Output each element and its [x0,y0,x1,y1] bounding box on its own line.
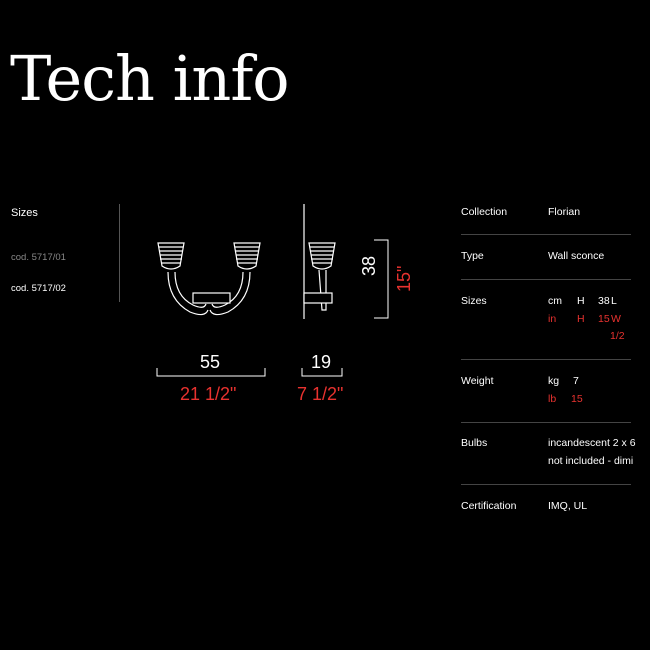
sizes-label: Sizes [11,207,38,219]
spec-table: Collection Florian Type Wall sconce Size… [461,195,636,525]
left-shade [157,242,185,270]
weight-lb-value: 15 [571,393,583,405]
width-dimension-bracket [156,368,266,377]
divider [461,234,631,235]
right-shade [233,242,261,270]
size-cm-h-value: 38 [598,295,610,307]
divider [461,422,631,423]
weight-kg-unit: kg [548,375,560,387]
width-cm: 55 [200,352,221,372]
front-view-drawing [157,242,261,316]
spec-value: Florian [548,206,581,218]
size-in-h-value: 15 [598,313,610,325]
spec-value: Wall sconce [548,250,605,262]
height-cm: 38 [359,255,379,276]
bulbs-line-1: incandescent 2 x 6 [548,437,636,449]
size-in-h: H [577,313,585,325]
spec-row-weight: Weight kg 7 lb 15 [461,375,631,409]
vertical-divider [119,204,120,302]
width-in: 21 1/2" [180,384,237,404]
spec-row-sizes: Sizes cm H 38 L in H 15 W 1/2 [461,295,631,345]
size-cm-unit: cm [548,295,562,307]
size-in-fraction: 1/2 [610,330,625,342]
size-cm-h: H [577,295,585,307]
spec-label: Certification [461,500,517,512]
spec-label: Sizes [461,295,487,307]
code-option-5717-01[interactable]: cod. 5717/01 [11,252,66,263]
height-dimension-bracket [374,239,389,319]
size-in-unit: in [548,313,557,325]
spec-row-bulbs: Bulbs incandescent 2 x 6 not included - … [461,437,636,471]
divider [461,359,631,360]
divider [461,279,631,280]
side-view-drawing [303,204,336,319]
bulbs-line-2: not included - dimi [548,455,634,467]
divider [461,484,631,485]
weight-kg-value: 7 [573,375,579,387]
spec-value: IMQ, UL [548,500,588,512]
spec-label: Collection [461,206,508,218]
code-option-5717-02[interactable]: cod. 5717/02 [11,283,66,294]
height-in: 15" [394,265,414,292]
spec-label: Type [461,250,484,262]
size-in-w: W [611,313,621,325]
spec-label: Bulbs [461,437,488,449]
depth-dimension-bracket [301,368,343,377]
depth-in: 7 1/2" [297,384,344,404]
weight-lb-unit: lb [548,393,557,405]
page-title: Tech info [10,42,290,115]
spec-label: Weight [461,375,494,387]
size-cm-l: L [611,295,617,307]
depth-cm: 19 [311,352,332,372]
